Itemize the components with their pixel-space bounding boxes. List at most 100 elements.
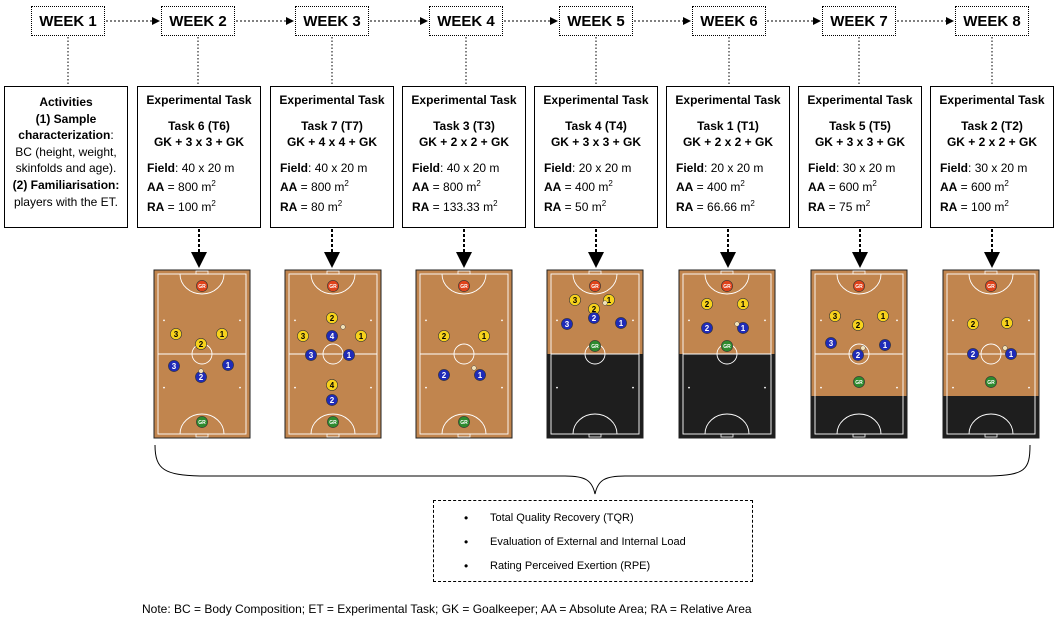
- goalkeeper-label: GR: [329, 284, 337, 290]
- panel-header: Experimental Task: [675, 93, 781, 107]
- field-size: Field: 30 x 20 m: [808, 160, 896, 175]
- player-marker: [825, 337, 837, 349]
- court-mark: [820, 386, 822, 389]
- goalkeeper-marker: [327, 416, 339, 428]
- player-number: 2: [442, 371, 447, 380]
- goal-bottom: [588, 433, 602, 438]
- player-number: 1: [741, 300, 746, 309]
- player-marker: [478, 330, 490, 342]
- task-name: Task 4 (T4): [565, 118, 627, 133]
- goalkeeper-marker: [589, 280, 601, 292]
- relative-area: RA = 100 m2: [940, 198, 1009, 214]
- panel-header: Experimental Task: [279, 93, 385, 107]
- goalkeeper-label: GR: [198, 420, 206, 426]
- goalkeeper-label: GR: [591, 344, 599, 350]
- goalkeeper-marker: [721, 340, 733, 352]
- goalkeeper-marker: [853, 376, 865, 388]
- summary-item: •Rating Perceived Exertion (RPE): [464, 559, 651, 573]
- player-number: 3: [309, 351, 314, 360]
- player-number: 1: [883, 341, 888, 350]
- absolute-area: AA = 800 m2: [147, 179, 216, 194]
- summary-item: •Evaluation of External and Internal Loa…: [464, 535, 686, 549]
- player-number: 2: [971, 320, 976, 329]
- court-mark: [239, 386, 241, 389]
- relative-area: RA = 100 m2: [147, 198, 216, 214]
- panel-header: Experimental Task: [543, 93, 649, 107]
- player-marker: [195, 338, 207, 350]
- court-mark: [425, 386, 427, 389]
- player-marker: [615, 317, 627, 329]
- penalty-area-bottom: [572, 413, 618, 435]
- grouping-brace: [154, 444, 1031, 495]
- player-number: 2: [442, 332, 447, 341]
- player-number: 1: [881, 312, 886, 321]
- absolute-area: AA = 400 m2: [544, 179, 613, 194]
- activities-item1-text1: BC (height, weight,: [15, 144, 117, 159]
- player-number: 2: [199, 373, 204, 382]
- court-mark: [764, 386, 766, 389]
- goalkeeper-marker: [985, 280, 997, 292]
- player-number: 2: [592, 305, 597, 314]
- player-number: 4: [330, 381, 335, 390]
- player-number: 3: [833, 312, 838, 321]
- player-marker: [326, 379, 338, 391]
- task-format: GK + 2 x 2 + GK: [418, 135, 510, 149]
- penalty-area-top: [441, 273, 487, 295]
- relative-area: RA = 133.33 m2: [412, 198, 498, 214]
- court-unused-area: [811, 396, 907, 438]
- player-marker: [305, 349, 317, 361]
- goal-bottom: [457, 433, 471, 438]
- activities-title: Activities: [39, 95, 93, 109]
- player-marker: [588, 312, 600, 324]
- player-number: 2: [199, 340, 204, 349]
- panel-header: Experimental Task: [939, 93, 1045, 107]
- penalty-area-top: [179, 273, 225, 295]
- player-number: 1: [741, 324, 746, 333]
- connectors: [67, 17, 1000, 268]
- activities-item2-title: (2) Familiarisation:: [12, 177, 120, 192]
- player-number: 3: [301, 332, 306, 341]
- goal-bottom: [720, 433, 734, 438]
- player-marker: [967, 348, 979, 360]
- player-number: 3: [573, 296, 578, 305]
- absolute-area: AA = 800 m2: [280, 179, 349, 194]
- player-number: 2: [856, 351, 861, 360]
- absolute-area: AA = 600 m2: [808, 179, 877, 194]
- court-unused-area: [943, 396, 1039, 438]
- court-mark: [501, 386, 503, 389]
- goal-top: [326, 270, 340, 275]
- player-marker: [737, 322, 749, 334]
- goalkeeper-label: GR: [987, 380, 995, 386]
- goal-top: [720, 270, 734, 275]
- task-format: GK + 3 x 3 + GK: [550, 135, 642, 149]
- task-name: Task 5 (T5): [829, 118, 891, 133]
- player-number: 3: [174, 330, 179, 339]
- field-size: Field: 40 x 20 m: [412, 160, 500, 175]
- player-number: 1: [1009, 350, 1014, 359]
- goalkeeper-label: GR: [591, 284, 599, 290]
- penalty-area-bottom: [441, 413, 487, 435]
- penalty-area-bottom: [836, 413, 882, 435]
- field-size: Field: 40 x 20 m: [280, 160, 368, 175]
- player-marker: [879, 339, 891, 351]
- player-number: 1: [359, 332, 364, 341]
- goal-bottom: [326, 433, 340, 438]
- center-circle: [980, 343, 1002, 365]
- player-number: 2: [856, 321, 861, 330]
- penalty-area-bottom: [310, 413, 356, 435]
- penalty-area-bottom: [179, 413, 225, 435]
- task-name: Task 6 (T6): [168, 118, 230, 133]
- activities-item1-title2: characterization: [18, 128, 111, 143]
- player-marker: [829, 310, 841, 322]
- court-mark: [688, 319, 690, 322]
- ball: [1002, 345, 1008, 351]
- court-mark: [952, 386, 954, 389]
- week-box: WEEK 7: [822, 6, 896, 36]
- field-size: Field: 20 x 20 m: [544, 160, 632, 175]
- goalkeeper-marker: [985, 376, 997, 388]
- player-marker: [438, 369, 450, 381]
- player-number: 4: [330, 332, 335, 341]
